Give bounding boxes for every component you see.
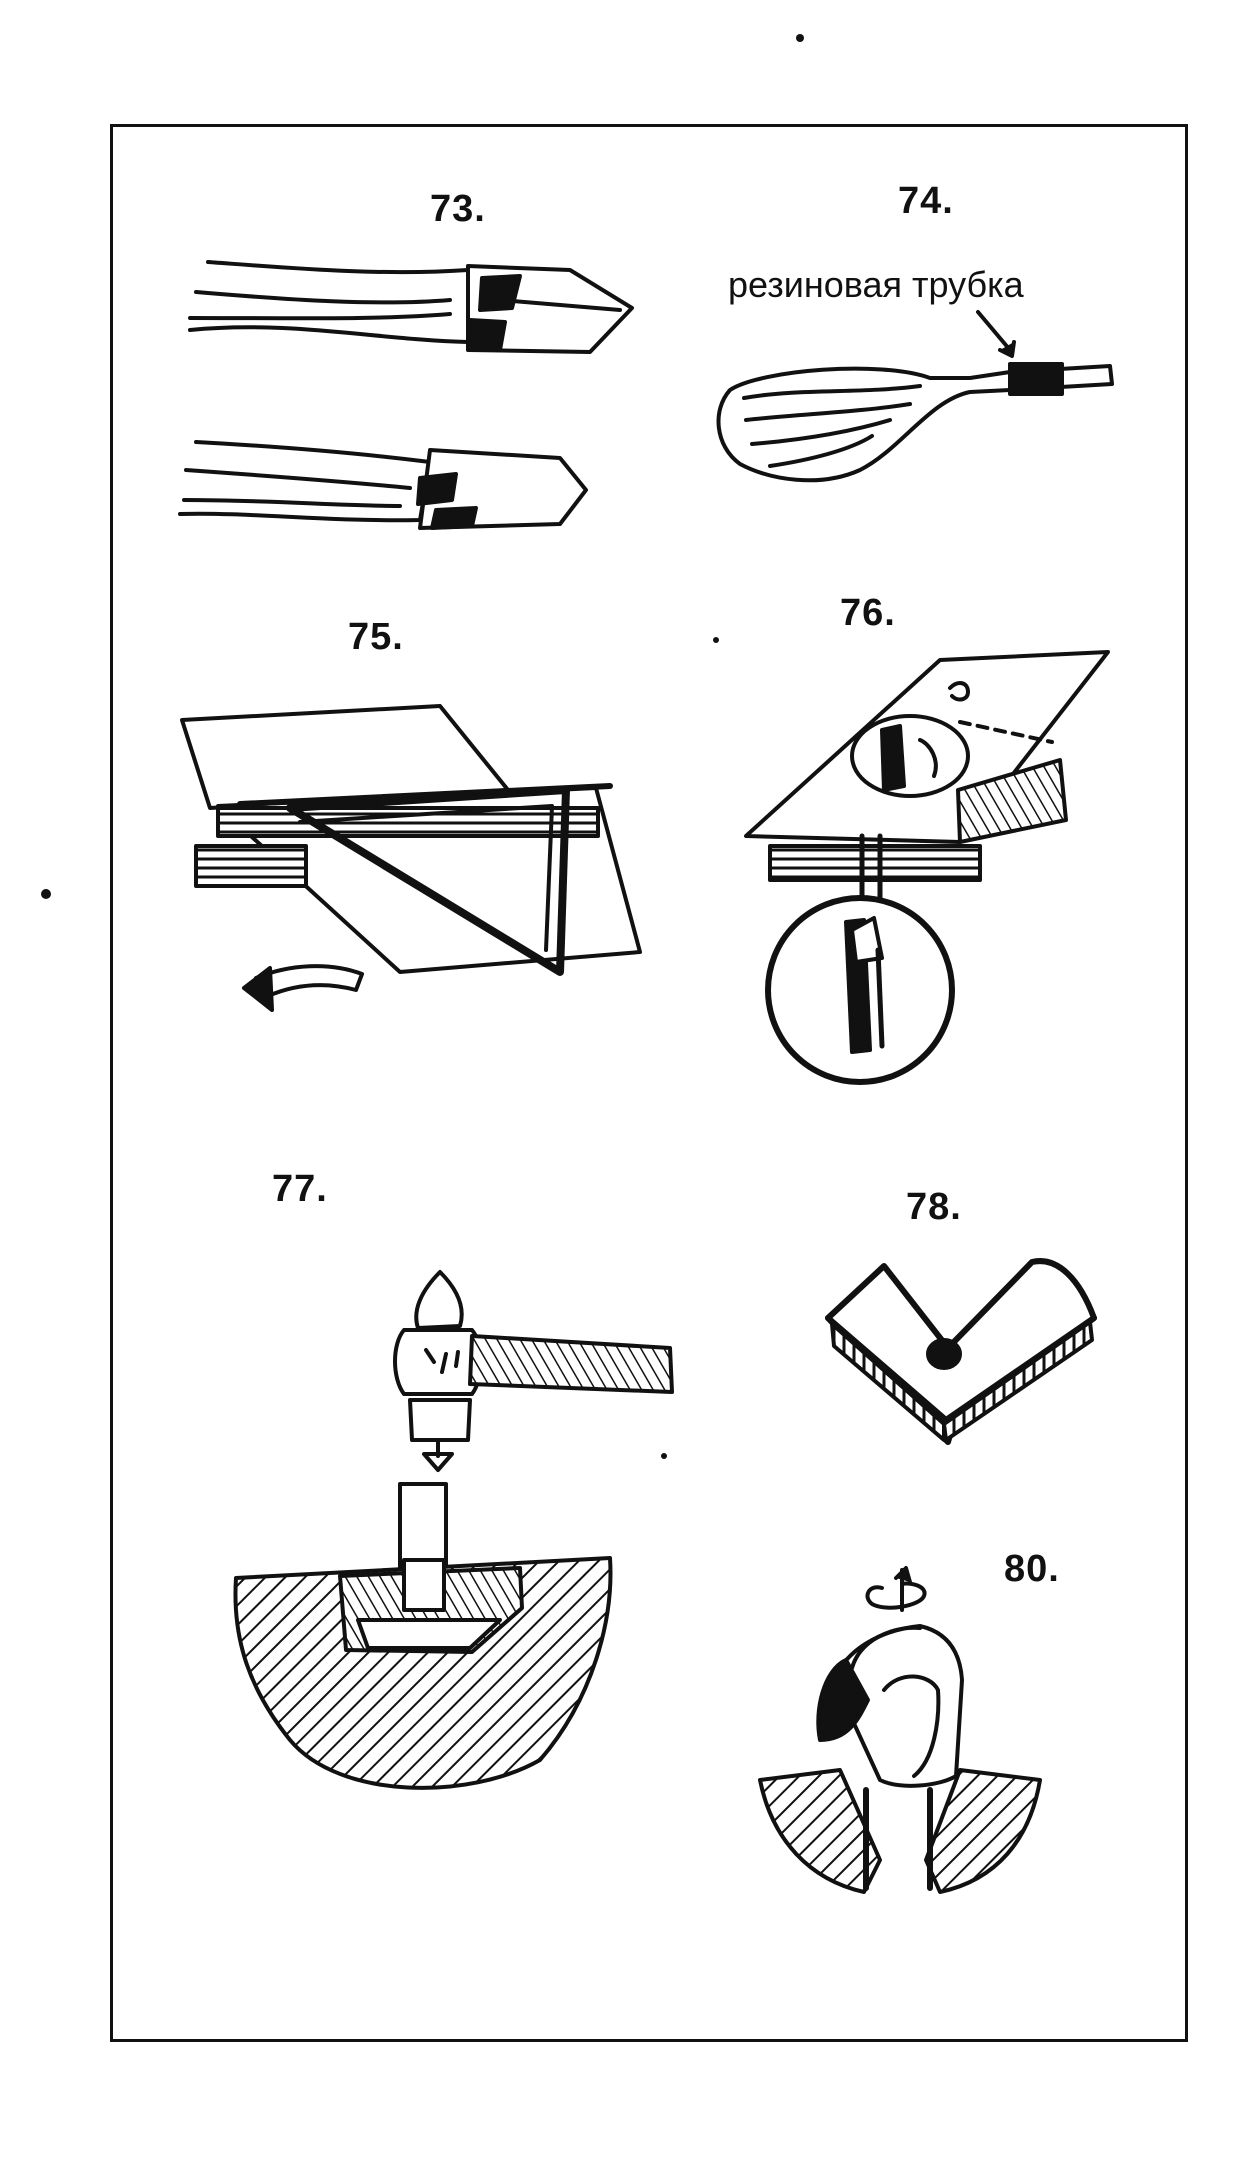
figure-label-77: 77.: [272, 1168, 328, 1210]
figure-label-73: 73.: [430, 188, 486, 230]
figure-label-80: 80.: [1004, 1548, 1060, 1590]
figure-label-76: 76.: [840, 592, 896, 634]
figure-75-triangle-frame: [180, 704, 642, 1012]
figure-74-round-brush: [716, 310, 1114, 483]
figure-label-74: 74.: [898, 180, 954, 222]
rubber-tube-annotation: резиновая трубка: [728, 264, 1024, 305]
figure-frame: [110, 124, 1188, 2042]
scan-specks: [41, 34, 804, 1459]
figure-label-75: 75.: [348, 616, 404, 658]
figure-77-hammer-punch: [233, 1270, 674, 1790]
figure-78-v-block: [825, 1258, 1097, 1445]
figure-label-78: 78.: [906, 1186, 962, 1228]
figure-73-brushes: [178, 260, 634, 530]
figure-76-plate-magnifier: [744, 650, 1110, 1085]
figure-80-countersink: [758, 1566, 1042, 1894]
